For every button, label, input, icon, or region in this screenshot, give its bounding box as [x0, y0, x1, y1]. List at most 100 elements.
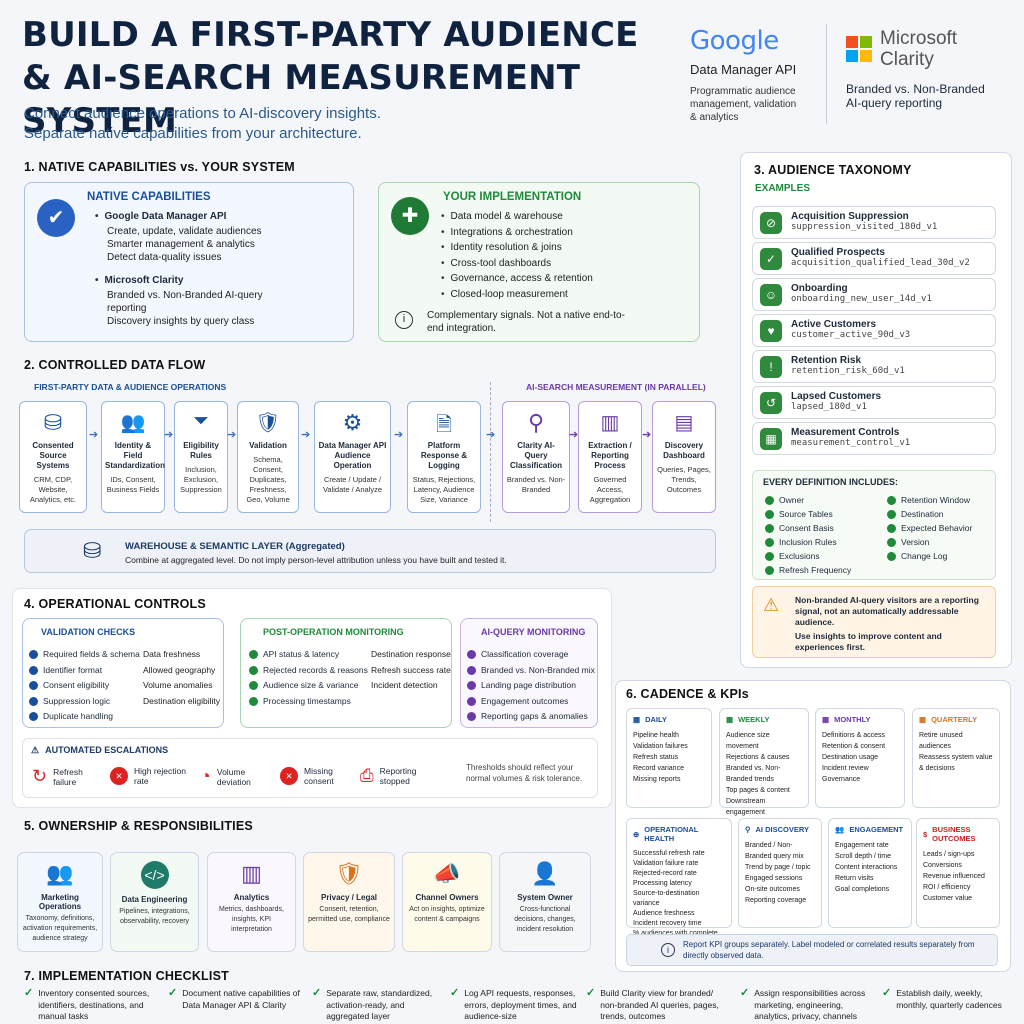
validation-checks-card: VALIDATION CHECKS Required fields & sche…: [22, 618, 224, 728]
checklist-item: ✓Log API requests, responses, errors, de…: [450, 987, 577, 1021]
google-product: Data Manager API: [690, 62, 797, 77]
google-logo: Google: [690, 26, 779, 56]
native-capabilities-card: ✔ NATIVE CAPABILITIES Google Data Manage…: [24, 182, 354, 342]
section-6-title: 6. CADENCE & KPIs: [626, 687, 749, 701]
people-icon: 👥: [835, 825, 845, 834]
native-microsoft-list: Branded vs. Non-Branded AI-query reporti…: [107, 290, 263, 327]
page-title: BUILD A FIRST-PARTY AUDIENCE & AI-SEARCH…: [22, 15, 639, 141]
subtitle-line: Separate native capabilities from your a…: [24, 125, 362, 142]
bar-chart-icon: ▥: [600, 412, 620, 434]
yours-list: Data model & warehouse Integrations & or…: [441, 209, 593, 302]
microsoft-icon: [846, 36, 872, 62]
warehouse-title: WAREHOUSE & SEMANTIC LAYER (Aggregated): [125, 541, 345, 552]
report-icon: ⎙: [360, 766, 374, 785]
google-desc: Programmatic audience management, valida…: [690, 86, 797, 123]
section-3-title: 3. AUDIENCE TAXONOMY: [754, 163, 912, 177]
calendar-icon: ▦: [726, 715, 734, 724]
database-icon: ⛁: [43, 410, 63, 435]
arrow-right-icon: ➔: [227, 429, 237, 441]
user-star-icon: 👤: [531, 861, 559, 886]
document-icon: 🗎: [435, 414, 453, 436]
audience-icon: ☺: [760, 284, 782, 306]
kpi-note: i Report KPI groups separately. Label mo…: [626, 934, 998, 966]
arrow-right-icon: ➔: [642, 429, 652, 441]
magnifier-icon: ⚲: [527, 410, 545, 435]
gear-icon: ⚙: [342, 410, 363, 435]
checklist-item: ✓Inventory consented sources, identifier…: [24, 987, 150, 1021]
checklist-item: ✓Assign responsibilities across marketin…: [740, 987, 866, 1021]
escalation-item: ⎙Reporting stopped: [360, 766, 417, 786]
post-operation-card: POST-OPERATION MONITORING API status & l…: [240, 618, 452, 728]
microsoft-logo: Microsoft Clarity: [880, 28, 958, 70]
arrow-right-icon: ➔: [164, 429, 174, 441]
check-icon: ✓: [450, 987, 460, 999]
info-icon: i: [395, 311, 413, 329]
page-subtitle: Connect audience operations to AI-discov…: [24, 104, 381, 144]
arrow-right-icon: ➔: [394, 429, 404, 441]
section-7-title: 7. IMPLEMENTATION CHECKLIST: [24, 969, 229, 983]
flow-divider: [490, 382, 491, 522]
audience-icon: !: [760, 356, 782, 378]
arrow-right-icon: ➔: [301, 429, 311, 441]
definition-list-right: Retention Window Destination Expected Be…: [887, 493, 972, 563]
warning-box: ⚠ Non-branded AI-query visitors are a re…: [752, 586, 996, 658]
definition-includes: EVERY DEFINITION INCLUDES: Owner Source …: [752, 470, 996, 580]
puzzle-icon: ✚: [391, 197, 429, 235]
audience-icon: ♥: [760, 320, 782, 342]
arrow-right-icon: ➔: [486, 429, 496, 441]
escalation-item: ✕High rejection rate: [110, 766, 190, 786]
shield-icon: 🛡: [335, 861, 363, 886]
people-icon: 👥: [46, 861, 74, 886]
pulse-icon: ⊕: [633, 829, 640, 839]
definition-list-left: Owner Source Tables Consent Basis Inclus…: [765, 493, 851, 577]
section-2-title: 2. CONTROLLED DATA FLOW: [24, 358, 206, 372]
checklist-item: ✓Build Clarity view for branded/ non-bra…: [586, 987, 719, 1021]
refresh-icon: ↻: [32, 766, 48, 786]
warehouse-layer: ⛁ WAREHOUSE & SEMANTIC LAYER (Aggregated…: [24, 529, 716, 573]
funnel-icon: ⏷: [193, 410, 209, 432]
calendar-icon: ▦: [633, 715, 641, 724]
warehouse-note: Combine at aggregated level. Do not impl…: [125, 555, 507, 565]
yours-head: YOUR IMPLEMENTATION: [443, 191, 582, 203]
flow-right-label: AI-SEARCH MEASUREMENT (IN PARALLEL): [526, 382, 706, 392]
bar-chart-icon: ▥: [241, 861, 262, 886]
brand-divider: [826, 24, 827, 124]
gauge-icon: ◔: [200, 766, 211, 786]
definition-head: EVERY DEFINITION INCLUDES:: [763, 477, 899, 487]
calendar-icon: ▦: [822, 715, 830, 724]
magnifier-icon: ⚲: [745, 825, 751, 834]
microsoft-brand: Microsoft Clarity Branded vs. Non-Brande…: [846, 28, 1016, 110]
native-head: NATIVE CAPABILITIES: [87, 191, 211, 203]
check-icon: ✓: [312, 987, 322, 999]
flow-left-label: FIRST-PARTY DATA & AUDIENCE OPERATIONS: [34, 382, 227, 392]
shield-check-icon: 🛡: [255, 412, 281, 434]
native-google: Google Data Manager API: [95, 211, 227, 222]
error-icon: ✕: [280, 767, 298, 785]
dashboard-icon: ▤: [674, 412, 694, 434]
warning-icon: ⚠: [763, 595, 780, 615]
checklist-item: ✓Establish daily, weekly, monthly, quart…: [882, 987, 1002, 1010]
native-microsoft: Microsoft Clarity: [95, 275, 184, 286]
megaphone-icon: 📣: [433, 861, 461, 886]
audience-icon: ✓: [760, 248, 782, 270]
